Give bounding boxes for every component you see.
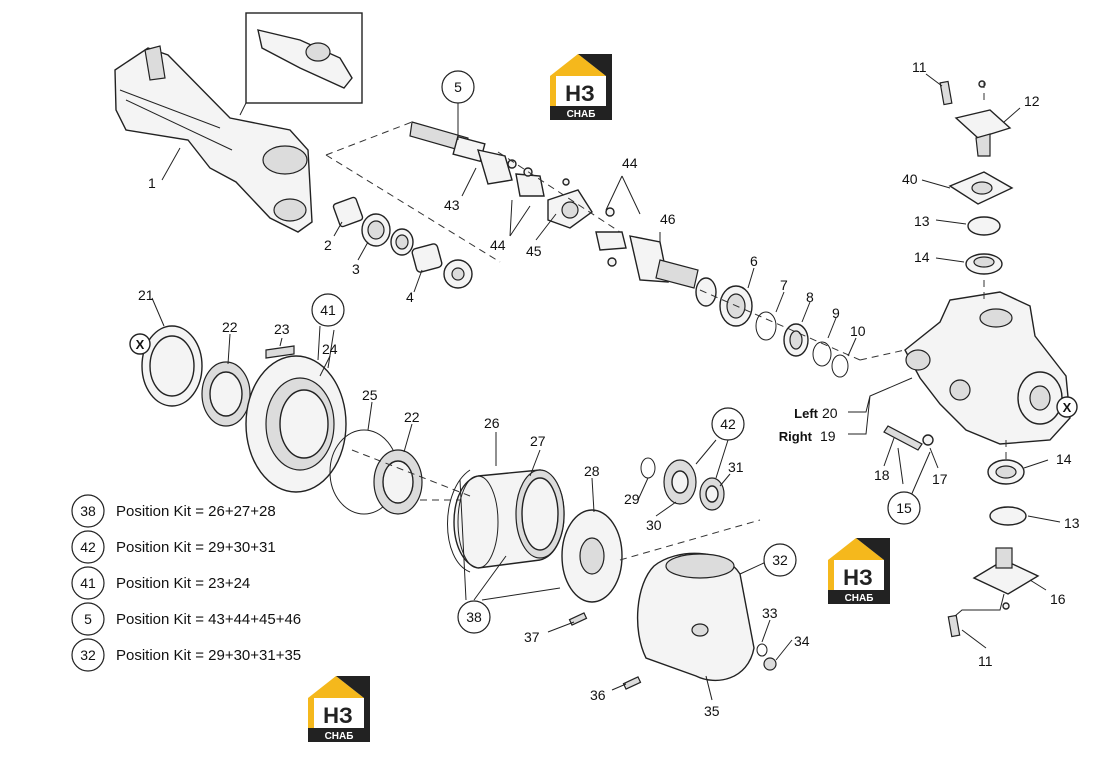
logo-word-text: СНАБ <box>325 731 354 742</box>
snap-ring-26 <box>447 469 471 573</box>
callout-3: 3 <box>352 261 360 277</box>
bearing-22a <box>201 361 251 427</box>
callout-46: 46 <box>660 211 676 227</box>
gears-29-30-31 <box>640 457 725 511</box>
kit-id-38: 38 <box>80 503 96 519</box>
logo-mark-text: НЗ <box>565 81 595 106</box>
callout-18: 18 <box>874 467 890 483</box>
callout-16: 16 <box>1050 591 1066 607</box>
callout-35: 35 <box>704 703 720 719</box>
leader-lines <box>151 73 1061 701</box>
callout-34: 34 <box>794 633 810 649</box>
logo-word-text: СНАБ <box>567 109 596 120</box>
callout-21: 21 <box>138 287 154 303</box>
circled-callout-32: 32 <box>772 552 788 568</box>
callout-13-bottom: 13 <box>1064 515 1080 531</box>
callout-17: 17 <box>932 471 948 487</box>
marker-x-left: X <box>136 337 145 352</box>
callout-19: 19 <box>820 428 836 444</box>
callout-22-top: 22 <box>222 319 238 335</box>
assembly-lines <box>325 80 1007 561</box>
callout-8: 8 <box>806 289 814 305</box>
circled-callout-38: 38 <box>466 609 482 625</box>
callout-13-top: 13 <box>914 213 930 229</box>
callout-20: 20 <box>822 405 838 421</box>
axle-housing-part <box>114 45 313 233</box>
callout-37: 37 <box>524 629 540 645</box>
callout-40: 40 <box>902 171 918 187</box>
callout-6: 6 <box>750 253 758 269</box>
callout-7: 7 <box>780 277 788 293</box>
ring-series <box>695 277 849 378</box>
callout-24: 24 <box>322 341 338 357</box>
circled-callout-5: 5 <box>454 79 462 95</box>
seal-21 <box>141 325 203 407</box>
kit-text-32: Position Kit = 29+30+31+35 <box>116 647 301 664</box>
watermark-logo-middle: НЗ СНАБ <box>828 538 890 604</box>
callout-27: 27 <box>530 433 546 449</box>
callout-44-left: 44 <box>490 237 506 253</box>
bolts-18-17 <box>883 425 934 451</box>
kit-text-5: Position Kit = 43+44+45+46 <box>116 611 301 628</box>
label-left: Left <box>794 406 819 421</box>
callout-14-bottom: 14 <box>1056 451 1072 467</box>
callout-2: 2 <box>324 237 332 253</box>
steering-knuckle-part <box>904 291 1071 445</box>
kit-id-5: 5 <box>84 611 92 627</box>
callout-29: 29 <box>624 491 640 507</box>
kit-text-41: Position Kit = 23+24 <box>116 575 250 592</box>
circled-callout-42: 42 <box>720 416 736 432</box>
hub-carrier-28 <box>561 509 623 603</box>
callout-9: 9 <box>832 305 840 321</box>
kit-text-42: Position Kit = 29+30+31 <box>116 539 276 556</box>
callout-11-bottom: 11 <box>978 653 993 669</box>
watermark-logo-top: НЗ СНАБ <box>550 54 612 120</box>
kit-id-42: 42 <box>80 539 96 555</box>
callout-11-top: 11 <box>912 59 927 75</box>
kit-id-32: 32 <box>80 647 96 663</box>
logo-word-text: СНАБ <box>845 593 874 604</box>
bolt-23 <box>265 345 295 359</box>
kit-id-41: 41 <box>80 575 96 591</box>
housing-bearings <box>332 196 473 289</box>
callout-43: 43 <box>444 197 460 213</box>
ring-gear-27 <box>453 469 565 569</box>
callout-30: 30 <box>646 517 662 533</box>
drive-shaft-assembly <box>409 121 699 289</box>
kit-text-38: Position Kit = 26+27+28 <box>116 503 276 520</box>
callout-14-top: 14 <box>914 249 930 265</box>
circled-callouts: 5 41 42 32 38 15 X X <box>129 70 1078 634</box>
side-labels: Left 20 Right 19 <box>779 405 838 444</box>
callout-44-right: 44 <box>622 155 638 171</box>
callout-numbers: 1 2 3 4 43 44 44 45 46 6 7 8 9 10 11 12 … <box>138 59 1080 719</box>
callout-26: 26 <box>484 415 500 431</box>
circled-callout-15: 15 <box>896 500 912 516</box>
kit-legend: 38 Position Kit = 26+27+28 42 Position K… <box>71 494 301 672</box>
planet-carrier-cover-35 <box>636 552 755 682</box>
callout-33: 33 <box>762 605 778 621</box>
callout-31: 31 <box>728 459 744 475</box>
logo-mark-text: НЗ <box>323 703 353 728</box>
callout-25: 25 <box>362 387 378 403</box>
wheel-hub-24 <box>245 355 347 493</box>
callout-23: 23 <box>274 321 290 337</box>
logo-mark-text: НЗ <box>843 565 873 590</box>
callout-22-bottom: 22 <box>404 409 420 425</box>
watermark-logo-bottom: НЗ СНАБ <box>308 676 370 742</box>
inset-axle-thumbnail <box>239 12 363 116</box>
marker-x-right: X <box>1063 400 1072 415</box>
circled-callout-41: 41 <box>320 302 336 318</box>
label-right: Right <box>779 429 813 444</box>
bottom-kingpin-stack <box>947 459 1040 638</box>
callout-45: 45 <box>526 243 542 259</box>
callout-28: 28 <box>584 463 600 479</box>
bearing-22b <box>373 449 423 515</box>
callout-10: 10 <box>850 323 866 339</box>
callout-1: 1 <box>148 175 156 191</box>
callout-36: 36 <box>590 687 606 703</box>
top-kingpin-stack <box>939 80 1014 275</box>
callout-12: 12 <box>1024 93 1040 109</box>
callout-4: 4 <box>406 289 414 305</box>
